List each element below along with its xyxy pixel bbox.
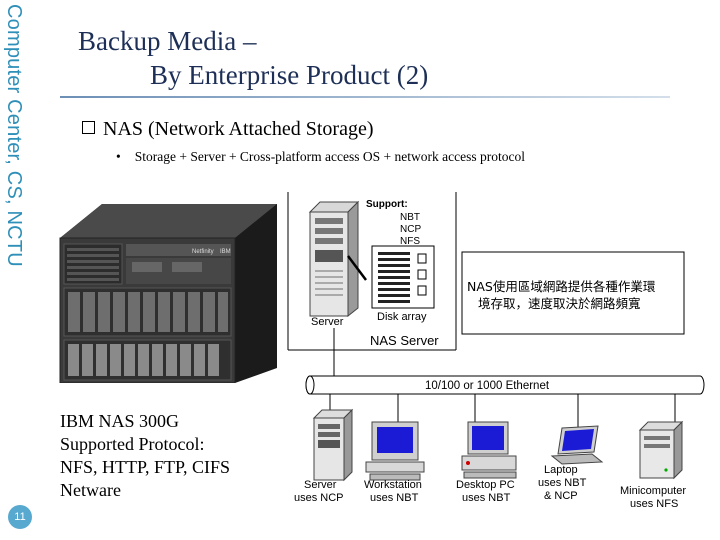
workstation-icon [365, 421, 425, 481]
client-workstation-line2: uses NBT [370, 492, 419, 504]
sidebar: Computer Center, CS, NCTU 11 [0, 0, 48, 540]
bullet-nas-text: NAS (Network Attached Storage) [103, 118, 374, 140]
client-server-line1: Server [304, 479, 337, 491]
nas-note-line-1: NAS使用區域網路提供各種作業環 [467, 279, 656, 294]
client-mini-line2: uses NFS [630, 498, 678, 510]
ethernet-label: 10/100 or 1000 Ethernet [425, 380, 550, 392]
minicomputer-icon [638, 420, 684, 480]
nas-tower-server-icon [308, 200, 360, 318]
client-workstation-line1: Workstation [364, 479, 422, 491]
caption-line: Netware [60, 480, 121, 500]
title-divider [60, 96, 670, 98]
photo-brand-label: IBM [220, 249, 231, 255]
nas-note-box [461, 251, 685, 335]
product-caption: IBM NAS 300G Supported Protocol: NFS, HT… [60, 410, 230, 502]
sidebar-vertical-text: Computer Center, CS, NCTU [3, 4, 25, 267]
bullet-nas: NAS (Network Attached Storage) [82, 118, 374, 141]
client-desktop-line2: uses NBT [462, 492, 511, 504]
support-item-nbt: NBT [400, 212, 420, 223]
caption-line: IBM NAS 300G [60, 411, 180, 431]
ibm-nas-photo: Netfinity IBM [59, 204, 277, 383]
support-item-nfs: NFS [400, 236, 420, 247]
support-title: Support: [366, 199, 408, 210]
client-mini-line1: Minicomputer [620, 485, 686, 497]
nas-server-title: NAS Server [370, 333, 439, 348]
client-laptop-line2: uses NBT [538, 477, 587, 489]
sub-bullet: • Storage + Server + Cross-platform acces… [116, 149, 525, 165]
support-item-ncp: NCP [400, 224, 421, 235]
dot-bullet-icon: • [116, 149, 121, 164]
client-server-line2: uses NCP [294, 492, 344, 504]
server-disk-link [347, 255, 367, 281]
nas-network-diagram: Server Disk array Support: NBT NCP NFS N… [287, 192, 705, 510]
caption-line: Supported Protocol: [60, 434, 205, 454]
client-desktop-line1: Desktop PC [456, 479, 515, 491]
client-laptop-line3: & NCP [544, 490, 578, 502]
client-laptop-line1: Laptop [544, 464, 578, 476]
client-server-icon [312, 408, 354, 482]
sidebar-vertical-title: Computer Center, CS, NCTU [2, 4, 46, 324]
nas-note-line-2: 境存取，速度取決於網路頻寬 [478, 296, 641, 311]
disk-array-icon [371, 245, 435, 309]
laptop-icon [550, 425, 604, 465]
sub-bullet-text: Storage + Server + Cross-platform access… [134, 149, 525, 164]
title-line-1: Backup Media – [78, 26, 257, 56]
slide-title: Backup Media – By Enterprise Product (2) [78, 24, 428, 92]
desktop-pc-icon [461, 421, 517, 479]
title-line-2: By Enterprise Product (2) [150, 60, 429, 90]
disk-array-label: Disk array [377, 311, 427, 323]
nas-server-label: Server [311, 316, 344, 328]
photo-model-label: Netfinity [192, 249, 214, 255]
square-bullet-icon [82, 121, 95, 134]
page-number-badge: 11 [8, 505, 32, 529]
caption-line: NFS, HTTP, FTP, CIFS [60, 457, 231, 477]
